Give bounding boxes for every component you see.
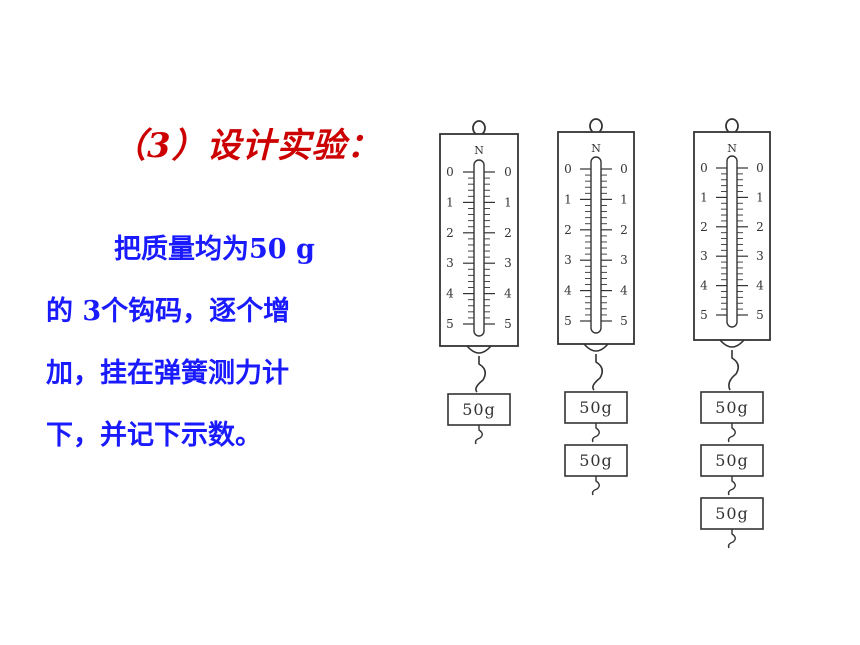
scale-2-unit-label: N: [591, 142, 601, 155]
scale-3-label-left-2: 2: [700, 220, 708, 234]
scale-2-label-left-0: 0: [564, 162, 572, 176]
scale-3-weight-2: [700, 444, 764, 477]
scale-2-label-right-5: 5: [620, 314, 628, 328]
scale-1-label-left-1: 1: [446, 195, 454, 209]
scale-2-top-ring: [589, 118, 603, 134]
scale-3-weight-3: [700, 497, 764, 530]
scale-1-weight-hook-1: [474, 425, 483, 445]
scale-1-label-left-0: 0: [446, 165, 454, 179]
scale-1-label-right-2: 2: [504, 226, 512, 240]
scale-2-label-right-2: 2: [620, 223, 628, 237]
section-heading: （3）设计实验：: [112, 126, 382, 166]
scale-1-label-right-3: 3: [504, 256, 512, 270]
scale-3-hook: [728, 350, 740, 391]
scale-2-weight-hook-1: [591, 423, 600, 443]
scale-1-label-left-4: 4: [446, 287, 454, 301]
scale-2-label-left-4: 4: [564, 284, 572, 298]
scale-3-unit-label: N: [727, 142, 737, 155]
scale-1-weight-label-1: 50g: [462, 400, 496, 419]
scale-3-label-left-1: 1: [700, 190, 708, 204]
scale-3-weight-hook-2: [727, 476, 736, 496]
scale-2-weight-label-2: 50g: [579, 451, 613, 470]
scale-2-hook-plate: [583, 343, 609, 352]
scale-3-weight-hook-3: [727, 529, 736, 549]
scale-3-label-right-5: 5: [756, 308, 764, 322]
scale-2-label-left-2: 2: [564, 223, 572, 237]
scale-1-label-left-5: 5: [446, 317, 454, 331]
scale-3-label-right-1: 1: [756, 190, 764, 204]
scale-2-hook: [592, 354, 604, 391]
scale-1-label-right-1: 1: [504, 195, 512, 209]
scale-3-label-left-0: 0: [700, 161, 708, 175]
scale-1-label-left-3: 3: [446, 256, 454, 270]
scale-3-weight-label-3: 50g: [715, 504, 749, 523]
scale-1-label-right-5: 5: [504, 317, 512, 331]
scale-3-label-right-0: 0: [756, 161, 764, 175]
scale-3-label-left-3: 3: [700, 249, 708, 263]
scale-3-hook-plate: [719, 339, 745, 348]
scale-1-label-right-0: 0: [504, 165, 512, 179]
scale-2-weight-hook-2: [591, 476, 600, 496]
scale-3-label-right-2: 2: [756, 220, 764, 234]
scale-2-label-right-4: 4: [620, 284, 628, 298]
scale-3-label-left-4: 4: [700, 279, 708, 293]
scale-3-label-right-4: 4: [756, 279, 764, 293]
scale-3-label-right-3: 3: [756, 249, 764, 263]
scale-3-weight-hook-1: [727, 423, 736, 443]
scale-2-label-right-3: 3: [620, 253, 628, 267]
scale-2-weight-label-1: 50g: [579, 398, 613, 417]
instruction-line-2: 的 3个钩码，逐个增: [46, 296, 291, 327]
scale-3-slot: [726, 155, 738, 328]
scale-3-top-ring: [725, 118, 739, 134]
instruction-line-3: 加，挂在弹簧测力计: [46, 358, 289, 389]
instruction-line-1: 把质量均为50 g: [114, 234, 315, 265]
scale-2-label-left-1: 1: [564, 192, 572, 206]
scale-2-slot: [590, 156, 602, 334]
scale-1-hook-plate: [466, 345, 492, 354]
scale-1-label-left-2: 2: [446, 226, 454, 240]
scale-1-top-ring: [472, 120, 486, 136]
scale-1-hook: [475, 356, 487, 393]
instruction-line-4: 下，并记下示数。: [46, 420, 262, 451]
scale-1-slot: [473, 159, 485, 337]
scale-2-label-left-3: 3: [564, 253, 572, 267]
scale-3-weight-label-2: 50g: [715, 451, 749, 470]
scale-3-weight-1: [700, 391, 764, 424]
scale-1-label-right-4: 4: [504, 287, 512, 301]
scale-1-weight-1: [447, 393, 511, 426]
scale-2-label-right-1: 1: [620, 192, 628, 206]
scale-2-weight-1: [564, 391, 628, 424]
instruction-text: 把质量均为50 g 的 3个钩码，逐个增 加，挂在弹簧测力计 下，并记下示数。: [46, 232, 366, 480]
scale-2-label-right-0: 0: [620, 162, 628, 176]
scale-1-unit-label: N: [474, 144, 484, 157]
scale-2-label-left-5: 5: [564, 314, 572, 328]
scale-3-label-left-5: 5: [700, 308, 708, 322]
scale-3-weight-label-1: 50g: [715, 398, 749, 417]
